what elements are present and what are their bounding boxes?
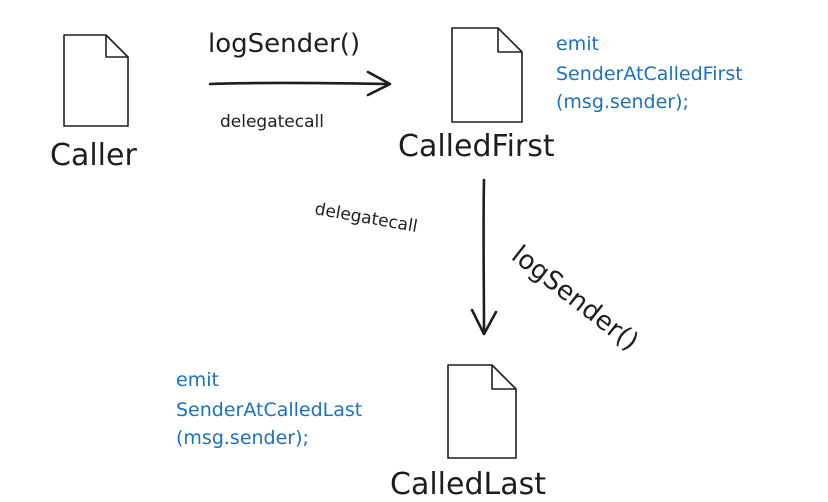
- caller-to-first-call-label: logSender(): [208, 29, 360, 59]
- caller-to-first-kind-label: delegatecall: [220, 112, 324, 132]
- called-last-event-name: SenderAtCalledLast: [176, 399, 362, 421]
- caller-document-icon: [63, 34, 129, 127]
- called-first-document-icon: [451, 27, 523, 123]
- first-to-last-kind-label: delegatecall: [313, 199, 419, 237]
- called-last-document-icon: [447, 364, 517, 459]
- called-first-label: CalledFirst: [398, 129, 555, 164]
- first-to-last-arrow: [470, 178, 498, 336]
- called-first-event-name: SenderAtCalledFirst: [556, 63, 743, 85]
- called-last-event-args: (msg.sender);: [176, 427, 309, 449]
- called-last-label: CalledLast: [390, 467, 546, 502]
- first-to-last-call-label: logSender(): [506, 240, 644, 357]
- called-last-emit-keyword: emit: [176, 369, 219, 391]
- called-first-event-annotation: emit SenderAtCalledFirst (msg.sender);: [556, 33, 743, 113]
- called-first-emit-keyword: emit: [556, 33, 599, 55]
- called-first-event-args: (msg.sender);: [556, 91, 689, 113]
- called-last-event-annotation: emit SenderAtCalledLast (msg.sender);: [176, 369, 362, 449]
- caller-to-first-arrow: [208, 70, 392, 97]
- caller-label: Caller: [50, 138, 137, 173]
